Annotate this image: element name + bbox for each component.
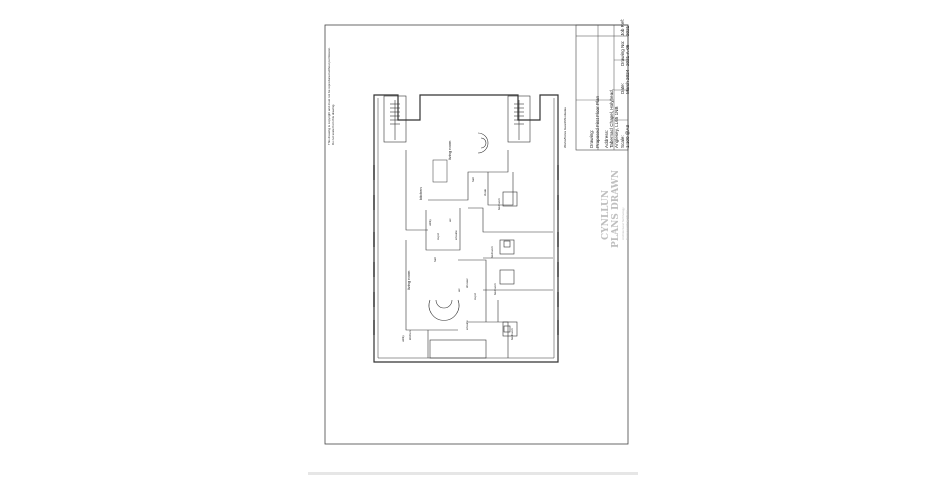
company-logo: CYNLLUN PLANS DRAWN Architectural Techno…	[601, 170, 629, 248]
spiral-stair-lower	[428, 299, 460, 321]
svg-text:PLANS DRAWN: PLANS DRAWN	[611, 170, 621, 248]
room-label-kitchen-lower: kitchen	[408, 330, 412, 340]
lower-landing	[429, 339, 487, 359]
drawing-sheet: Scale: 1:100 @A3 Date: March 2024 Drawin…	[308, 0, 638, 472]
drawing-label: Drawing:	[589, 130, 594, 148]
svg-text:Architectural Technology: Architectural Technology	[621, 207, 625, 240]
job-ref-value: 2021	[625, 25, 630, 36]
room-label-cupd-lower: cupd	[473, 293, 477, 300]
room-label-hall-upper: hall	[471, 177, 475, 182]
room-label-cloak-upper: cloak	[483, 188, 487, 196]
room-label-utility-lower: utility	[401, 335, 405, 342]
room-label-bedroom-3: bedroom	[493, 283, 497, 295]
project-label: Works/Notes Gwaith/Nodiadau	[563, 107, 567, 148]
room-label-wc-lower: wc	[457, 288, 461, 292]
copyright-line1: This drawing is copyright and must not b…	[327, 47, 331, 145]
spiral-stair-upper	[477, 132, 489, 154]
room-label-kitchen-upper: kitchen	[418, 187, 423, 200]
address-label: Address:	[604, 130, 609, 148]
room-label-living-room-upper: living room	[447, 140, 452, 160]
room-label-bedroom-2: bedroom	[490, 246, 494, 258]
room-label-wc-upper: wc	[448, 218, 452, 222]
sheet-shadow	[308, 472, 638, 475]
address-line1: Tabernacl Chapel, Holyhead,	[609, 89, 614, 148]
drawing-no-value: 2021-A-05	[625, 44, 630, 66]
beds	[499, 191, 518, 337]
room-label-living-room-lower: living room	[406, 270, 411, 290]
stair-tower-upper	[383, 95, 407, 143]
svg-text:CYNLLUN: CYNLLUN	[601, 190, 611, 240]
copyright-line2: Do not scale from this drawing.	[331, 104, 335, 145]
room-label-utility-upper: utility	[428, 219, 432, 226]
room-label-bedroom-4: bedroom	[510, 328, 514, 340]
date-label: Date:	[620, 83, 625, 94]
sheet-border	[324, 24, 629, 445]
room-label-bedroom-1: bedroom	[497, 198, 501, 210]
room-label-shower-lower: shower	[465, 278, 469, 288]
drawing-no-label: Drawing No:	[620, 41, 625, 66]
drawing-title: Proposed First Floor Plan	[595, 95, 600, 148]
room-label-hall-lower: hall	[433, 257, 437, 262]
room-label-ensuite-upper: ensuite	[454, 230, 458, 240]
stair-tower-lower	[507, 95, 531, 143]
scale-value: 1:100 @A3	[625, 125, 630, 148]
title-block	[575, 24, 629, 151]
job-ref-label: Job Ref:	[620, 19, 625, 36]
kitchen-island	[432, 159, 448, 183]
svg-text:Gwasanaeth Cynllunio: Gwasanaeth Cynllunio	[625, 210, 629, 240]
room-label-ensuite-lower: ensuite	[465, 320, 469, 330]
address-line2: Anglesey, LL65 1NB	[614, 106, 619, 148]
room-label-cupd-upper: cupd	[436, 233, 440, 240]
internal-walls	[405, 150, 553, 358]
floor-plan-drawing: Scale: 1:100 @A3 Date: March 2024 Drawin…	[324, 19, 630, 445]
date-value: March 2024	[625, 69, 630, 94]
scale-label: Scale:	[620, 135, 625, 148]
